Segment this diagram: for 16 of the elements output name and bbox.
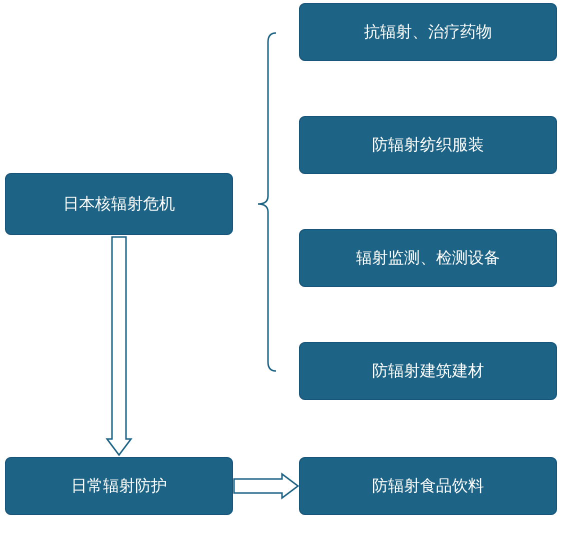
process-box xyxy=(5,457,233,515)
process-box xyxy=(299,342,557,400)
hollow-arrow xyxy=(106,236,132,456)
hollow-arrow xyxy=(233,472,300,500)
process-box xyxy=(299,116,557,174)
box-label: 辐射监测、检测设备 xyxy=(356,248,500,268)
box-label: 日常辐射防护 xyxy=(71,476,167,496)
box-label: 抗辐射、治疗药物 xyxy=(364,22,492,42)
box-label: 日本核辐射危机 xyxy=(63,194,175,214)
process-box xyxy=(299,229,557,287)
box-label: 防辐射建筑建材 xyxy=(372,360,484,382)
process-box xyxy=(5,173,233,235)
box-label: 防辐射纺织服装 xyxy=(372,134,484,156)
process-box xyxy=(299,457,557,515)
process-box xyxy=(299,3,557,61)
box-label: 防辐射食品饮料 xyxy=(372,476,484,496)
